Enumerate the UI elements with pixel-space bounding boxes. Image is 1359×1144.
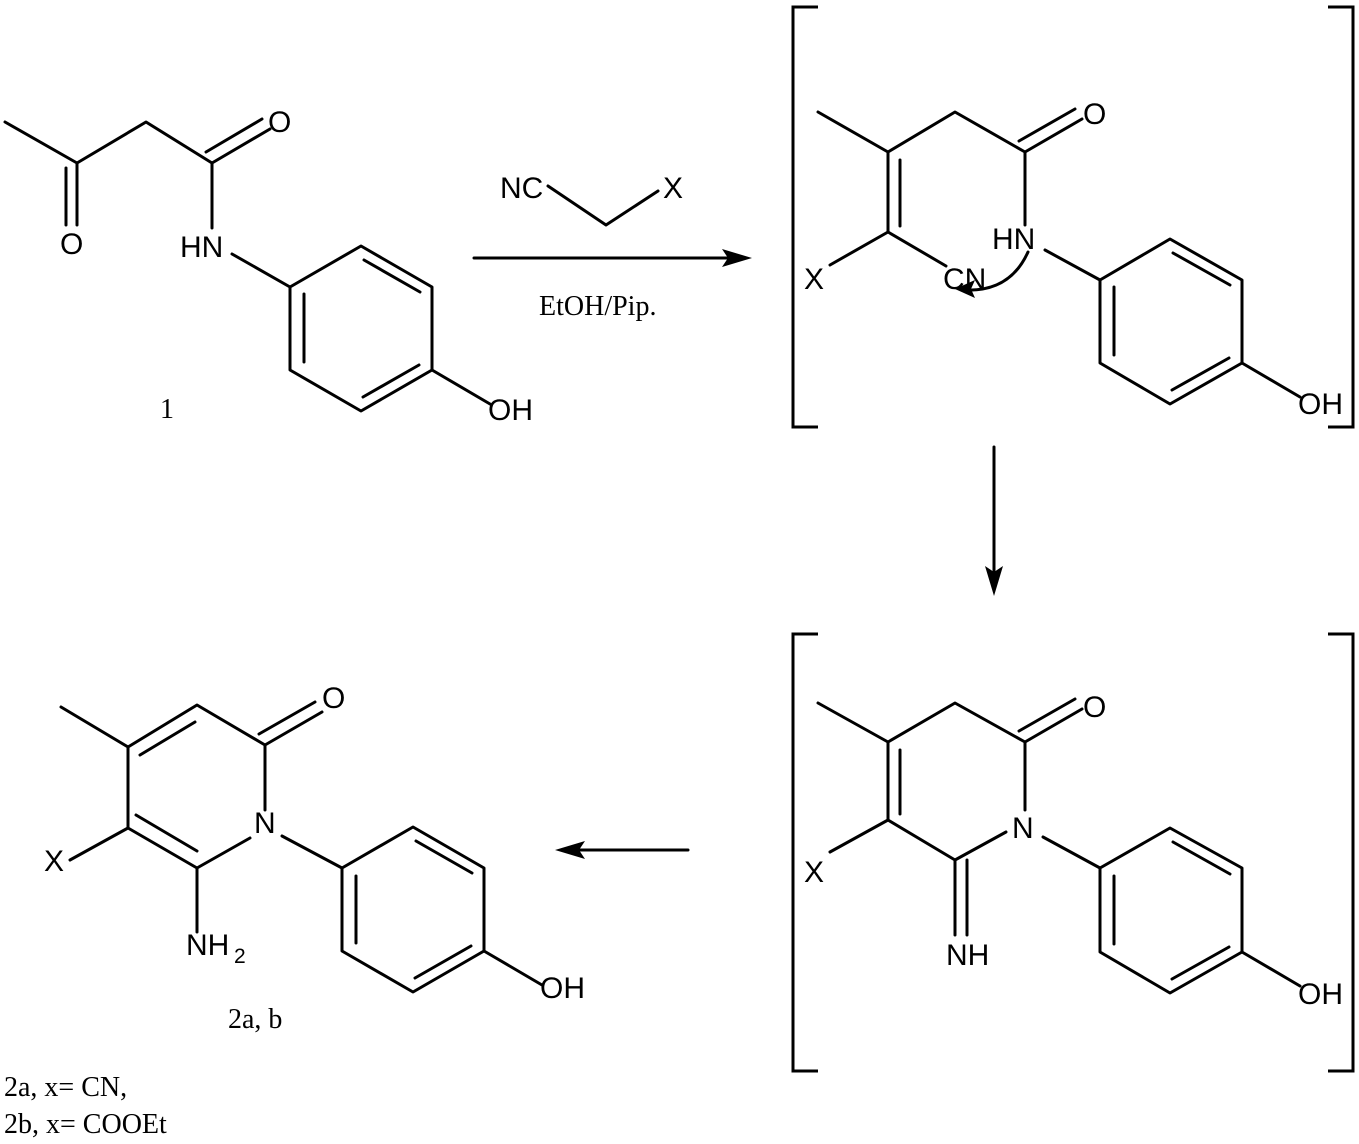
intermediate-a-x-label: X [804, 263, 824, 296]
intermediate-a-nh-label: HN [992, 223, 1035, 256]
reaction-arrow-1 [472, 249, 752, 267]
reaction-conditions: EtOH/Pip. [539, 291, 656, 322]
product-oxygen-label: O [322, 682, 345, 715]
reaction-arrow-2 [985, 445, 1003, 596]
intermediate-b-oxygen-label: O [1083, 691, 1106, 724]
intermediate-a-hydroxyl-label: OH [1298, 388, 1343, 421]
amide-nh-label: HN [180, 231, 223, 264]
legend-line-1: 2a, x= CN, [4, 1072, 127, 1103]
intermediate-b-hydroxyl-label: OH [1298, 978, 1343, 1011]
intermediate-b-x-label: X [804, 856, 824, 889]
product-structure: O N X NH 2 OH [44, 682, 585, 1005]
product-hydroxyl-label: OH [540, 972, 585, 1005]
reagent-nitrile-label: NC [500, 172, 543, 205]
intermediate-b-structure: O N X NH OH [804, 691, 1343, 1011]
intermediate-a-oxygen-label: O [1083, 98, 1106, 131]
intermediate-a-nitrile-label: CN [943, 263, 986, 296]
intermediate-b-ring-n-label: N [1012, 812, 1034, 845]
intermediate-a-bracket [791, 5, 1355, 429]
intermediate-b-imine-label: NH [946, 939, 989, 972]
reaction-arrow-3 [555, 841, 690, 859]
amide-oxygen-label: O [268, 106, 291, 139]
product-label: 2a, b [228, 1004, 282, 1035]
reagent-structure: NC X [500, 172, 683, 227]
product-ring-n-label: N [254, 807, 276, 840]
ketone-oxygen-label: O [60, 228, 83, 261]
compound-1-label: 1 [160, 394, 174, 425]
legend-line-2: 2b, x= COOEt [4, 1109, 167, 1140]
compound-1-structure: O O HN OH [3, 106, 533, 427]
reagent-x-label: X [663, 172, 683, 205]
intermediate-a-structure: O HN X CN OH [804, 98, 1343, 421]
product-amine-subscript: 2 [234, 945, 246, 968]
intermediate-b-bracket [791, 632, 1355, 1073]
hydroxyl-label: OH [488, 394, 533, 427]
product-amine-label: NH [186, 929, 229, 962]
product-x-label: X [44, 845, 64, 878]
